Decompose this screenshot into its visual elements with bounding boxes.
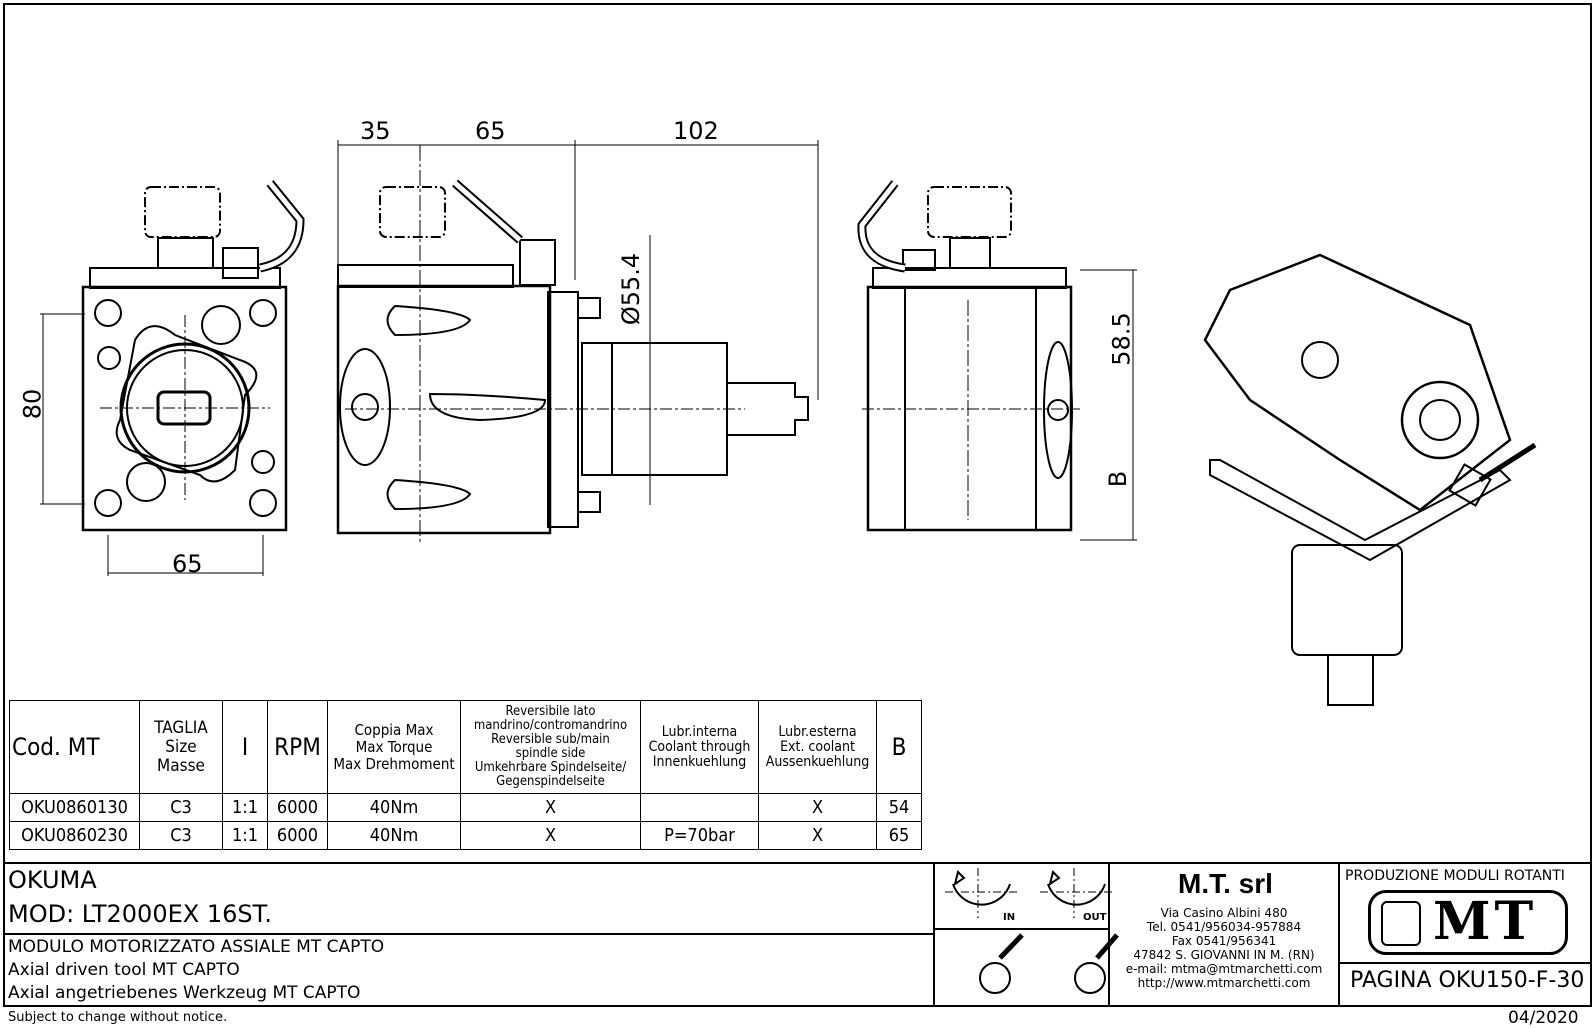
cell-size: C3 (139, 821, 223, 850)
dim-b: B (1104, 470, 1133, 488)
header-torque: Coppia Max Max Torque Max Drehmoment (327, 700, 461, 794)
cell-coolant-internal: P=70bar (640, 821, 759, 850)
divider (1338, 862, 1340, 1007)
rotation-icons (945, 868, 1119, 994)
dim-front-width: 65 (172, 550, 203, 578)
company-website[interactable]: http://www.mtmarchetti.com (1137, 976, 1311, 990)
header-reversible: Reversibile lato mandrino/contromandrino… (460, 700, 641, 794)
description-en: Axial driven tool MT CAPTO (8, 960, 240, 980)
cell-rpm: 6000 (267, 821, 328, 850)
company-tel: Tel. 0541/956034-957884 (1146, 920, 1302, 934)
cell-reversible: X (460, 793, 641, 822)
header-cod-mt: Cod. MT (9, 700, 140, 794)
cell-torque: 40Nm (327, 821, 461, 850)
spec-table: Cod. MT TAGLIA Size Masse I RPM Coppia M… (9, 700, 922, 850)
divider (1108, 862, 1110, 1007)
divider (1340, 962, 1592, 964)
dim-front-height: 80 (18, 388, 47, 420)
cell-size: C3 (139, 793, 223, 822)
isometric-view (1203, 253, 1537, 706)
company-fax: Fax 0541/956341 (1171, 934, 1277, 948)
machine-model: MOD: LT2000EX 16ST. (8, 900, 273, 928)
divider (3, 933, 933, 935)
company-name: M.T. srl (1178, 868, 1273, 899)
description-it: MODULO MOTORIZZATO ASSIALE MT CAPTO (8, 937, 385, 957)
cell-torque: 40Nm (327, 793, 461, 822)
dim-58-5: 58.5 (1107, 312, 1136, 366)
rear-view (857, 180, 1137, 541)
cell-code: OKU0860230 (9, 821, 140, 850)
dim-65: 65 (475, 117, 506, 145)
header-rpm: RPM (267, 700, 328, 794)
dim-diameter: Ø55.4 (617, 252, 646, 326)
header-coolant-internal: Lubr.interna Coolant through Innenkuehlu… (640, 700, 759, 794)
company-city: 47842 S. GIOVANNI IN M. (RN) (1133, 948, 1315, 962)
cell-ratio: 1:1 (222, 821, 268, 850)
logo-text: MT (1433, 891, 1538, 952)
production-label: PRODUZIONE MODULI ROTANTI (1345, 868, 1565, 884)
divider (933, 862, 935, 1007)
cell-coolant-external: X (758, 821, 877, 850)
dim-102: 102 (673, 117, 719, 145)
table-row: OKU0860230 C3 1:1 6000 40Nm X P=70bar X … (9, 821, 922, 850)
table-header-row: Cod. MT TAGLIA Size Masse I RPM Coppia M… (9, 700, 922, 794)
cell-ratio: 1:1 (222, 793, 268, 822)
footer-notice: Subject to change without notice. (8, 1010, 228, 1025)
cell-coolant-external: X (758, 793, 877, 822)
header-ratio: I (222, 700, 268, 794)
divider (935, 928, 1108, 930)
company-address: Via Casino Albini 480 (1160, 906, 1288, 920)
table-row: OKU0860130 C3 1:1 6000 40Nm X X 54 (9, 793, 922, 822)
cell-b: 65 (876, 821, 922, 850)
mt-logo: MT (1368, 890, 1568, 955)
cell-rpm: 6000 (267, 793, 328, 822)
header-taglia: TAGLIA Size Masse (139, 700, 223, 794)
description-de: Axial angetriebenes Werkzeug MT CAPTO (8, 983, 361, 1003)
cell-reversible: X (460, 821, 641, 850)
header-b: B (876, 700, 922, 794)
cell-coolant-internal (640, 793, 759, 822)
machine-brand: OKUMA (8, 866, 97, 894)
title-block (3, 862, 1592, 1007)
header-coolant-external: Lubr.esterna Ext. coolant Aussenkuehlung (758, 700, 877, 794)
front-view (40, 180, 305, 576)
side-view (336, 140, 819, 545)
cell-code: OKU0860130 (9, 793, 140, 822)
rotation-in-label: IN (1003, 912, 1016, 923)
footer-date: 04/2020 (1508, 1008, 1579, 1028)
rotation-out-label: OUT (1083, 912, 1107, 923)
logo-tool-icon (1381, 901, 1421, 946)
company-email[interactable]: e-mail: mtma@mtmarchetti.com (1125, 962, 1323, 976)
cell-b: 54 (876, 793, 922, 822)
drawing-frame (3, 3, 1592, 1007)
dim-35: 35 (360, 117, 391, 145)
page-number: PAGINA OKU150-F-30 (1350, 968, 1585, 993)
